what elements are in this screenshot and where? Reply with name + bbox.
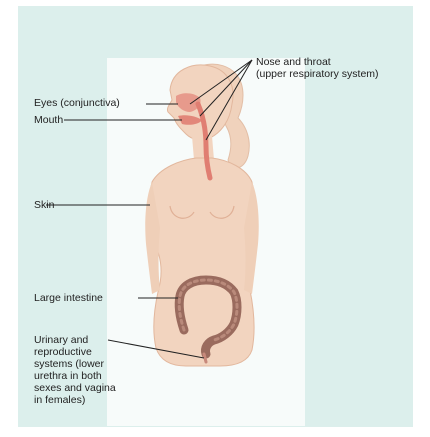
urinary-line5: sexes and vagina — [34, 382, 116, 394]
neck — [192, 136, 214, 160]
nose-throat-line2: (upper respiratory system) — [256, 68, 379, 80]
urinary-label: Urinary and reproductive systems (lower … — [34, 334, 116, 406]
nose-throat-line1: Nose and throat — [256, 56, 379, 68]
urinary-line2: reproductive — [34, 346, 116, 358]
urethra — [204, 354, 206, 362]
urinary-line4: urethra in both — [34, 370, 116, 382]
eyes-label: Eyes (conjunctiva) — [34, 97, 120, 109]
torso — [150, 158, 254, 366]
large-intestine-label: Large intestine — [34, 292, 103, 304]
nose-throat-label: Nose and throat (upper respiratory syste… — [256, 56, 379, 80]
urinary-line6: in females) — [34, 394, 116, 406]
mouth-label: Mouth — [34, 114, 63, 126]
skin-label: Skin — [34, 199, 54, 211]
urinary-line3: systems (lower — [34, 358, 116, 370]
urinary-line1: Urinary and — [34, 334, 116, 346]
